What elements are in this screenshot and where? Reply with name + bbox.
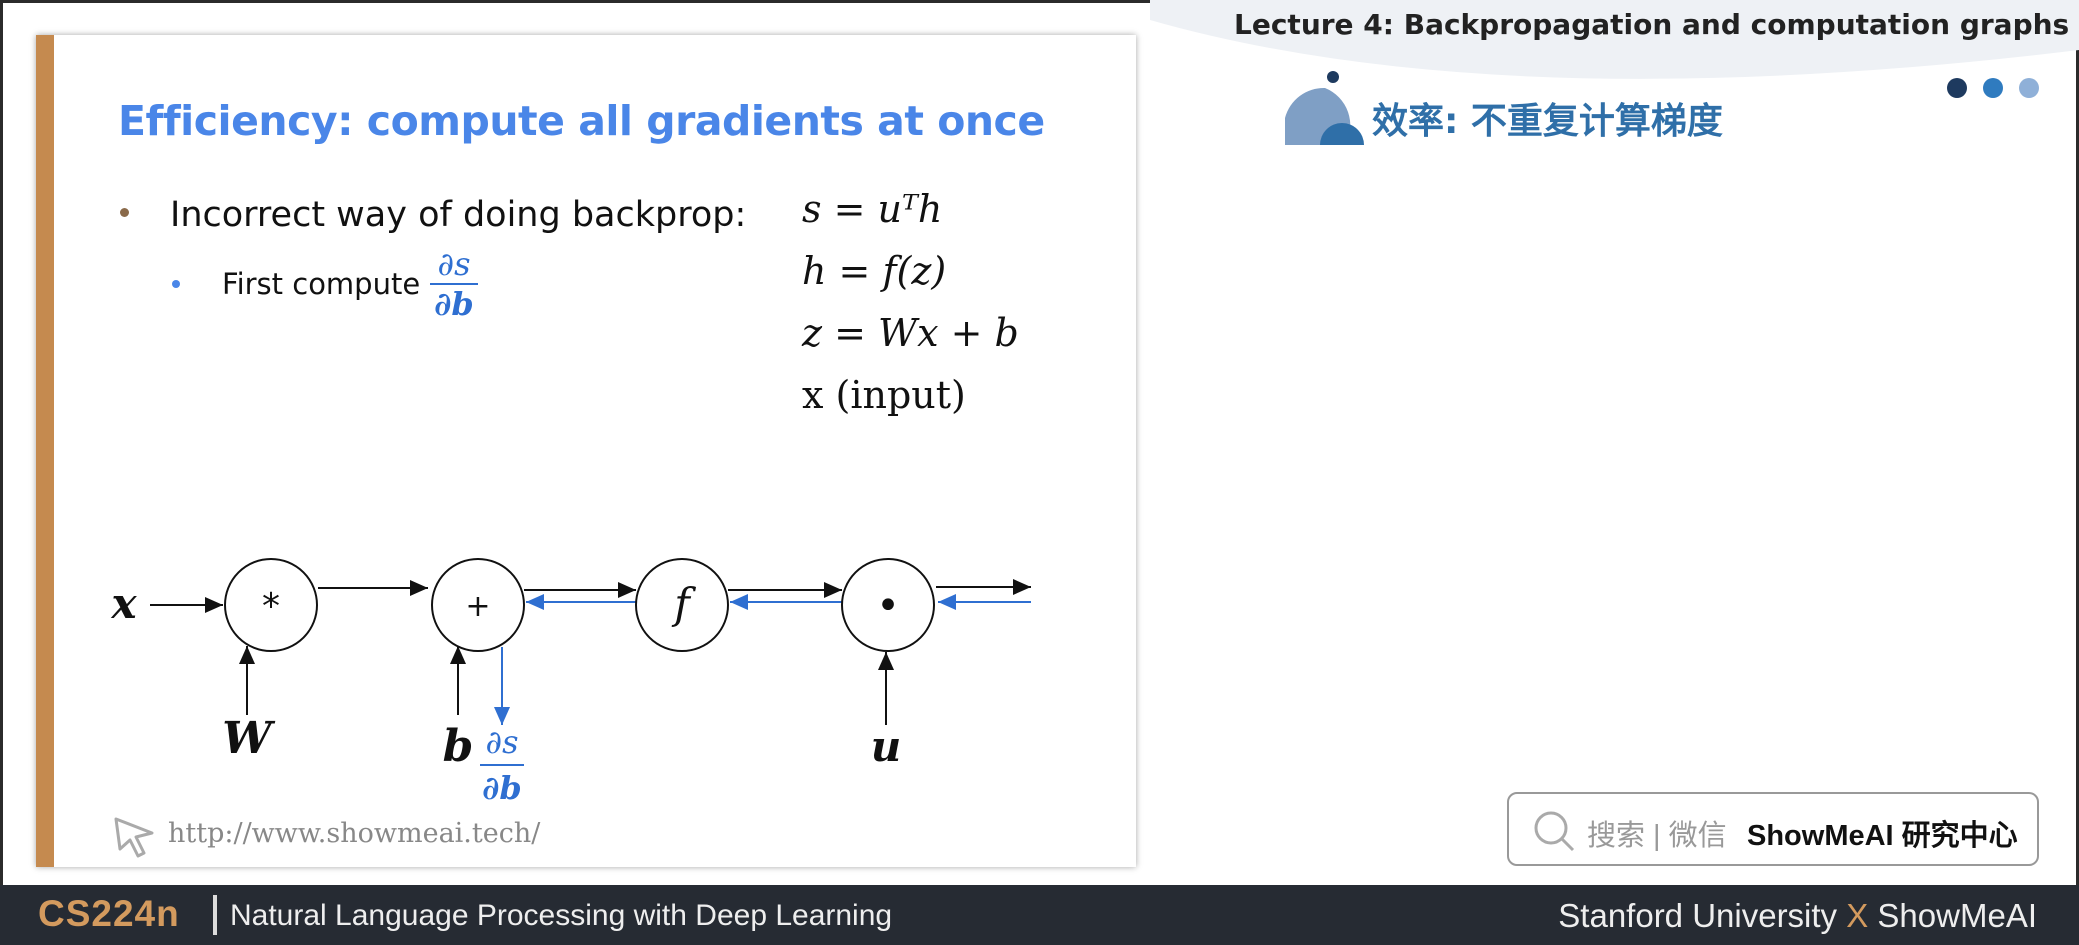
cursor-icon: [114, 817, 154, 858]
slide-card: Efficiency: compute all gradients at onc…: [36, 35, 1136, 867]
equation-3: z = Wx + b: [802, 311, 1019, 355]
credit-right: ShowMeAI: [1877, 897, 2037, 934]
input-x-label: x: [110, 579, 137, 628]
vector-u-label: u: [871, 722, 902, 771]
fraction-numerator: ∂s: [430, 245, 478, 285]
node-mul: [224, 558, 318, 652]
credit-line: Stanford University X ShowMeAI: [1558, 897, 2037, 935]
search-box[interactable]: 搜索 | 微信 ShowMeAI 研究中心: [1507, 792, 2039, 866]
search-icon: [1534, 811, 1575, 852]
weight-w-label: W: [222, 713, 276, 764]
grad-numerator: ∂s: [486, 723, 519, 761]
pager-dot-3: [2019, 78, 2039, 98]
lecture-title: Lecture 4: Backpropagation and computati…: [1234, 8, 2070, 41]
slide-accent-bar: [36, 35, 54, 867]
logo-semicircle-icon: [1320, 123, 1364, 145]
node-add: [431, 558, 525, 652]
equation-4: x (input): [802, 373, 966, 417]
footer-bar: CS224n Natural Language Processing with …: [0, 885, 2079, 945]
credit-left: Stanford University: [1558, 897, 1838, 934]
search-brand: ShowMeAI 研究中心: [1747, 820, 2018, 852]
bullet-main: Incorrect way of doing backprop:: [170, 195, 747, 235]
credit-x: X: [1846, 897, 1869, 934]
course-subtitle: Natural Language Processing with Deep Le…: [230, 899, 893, 932]
chinese-title: 效率: 不重复计算梯度: [1372, 101, 1723, 142]
course-code: CS224n: [38, 893, 180, 934]
header-decoration: [1150, 0, 2079, 145]
pager-dot-2: [1983, 78, 2003, 98]
bullet-dot: [120, 208, 129, 217]
header-swoosh: [1150, 0, 2079, 79]
grad-denominator: ∂b: [482, 769, 521, 807]
equations: s = uᵀh h = f(z) z = Wx + b x (input): [802, 187, 1019, 435]
equation-2: h = f(z): [802, 249, 947, 293]
node-dot: [841, 558, 935, 652]
bias-b-label: b: [443, 721, 474, 772]
node-f: [635, 558, 729, 652]
computation-graph: * + f • x W b u ∂s ∂b: [110, 558, 1031, 807]
pager-dot-1: [1947, 78, 1967, 98]
node-mul-label: *: [262, 586, 280, 627]
equation-1: s = uᵀh: [802, 187, 943, 231]
fraction-denominator: ∂b: [434, 285, 474, 323]
footer-separator: [213, 895, 217, 935]
search-label: 搜索 | 微信: [1587, 820, 1727, 852]
small-dot-icon: [1327, 71, 1339, 83]
gradient-fraction: ∂s ∂b: [430, 245, 478, 323]
source-url[interactable]: http://www.showmeai.tech/: [168, 818, 541, 849]
slide-title: Efficiency: compute all gradients at onc…: [118, 97, 1045, 145]
node-add-label: +: [465, 589, 490, 624]
bullet-sub: First compute: [222, 267, 421, 301]
sub-bullet-dot: [172, 280, 180, 288]
node-dot-label: •: [876, 583, 900, 629]
